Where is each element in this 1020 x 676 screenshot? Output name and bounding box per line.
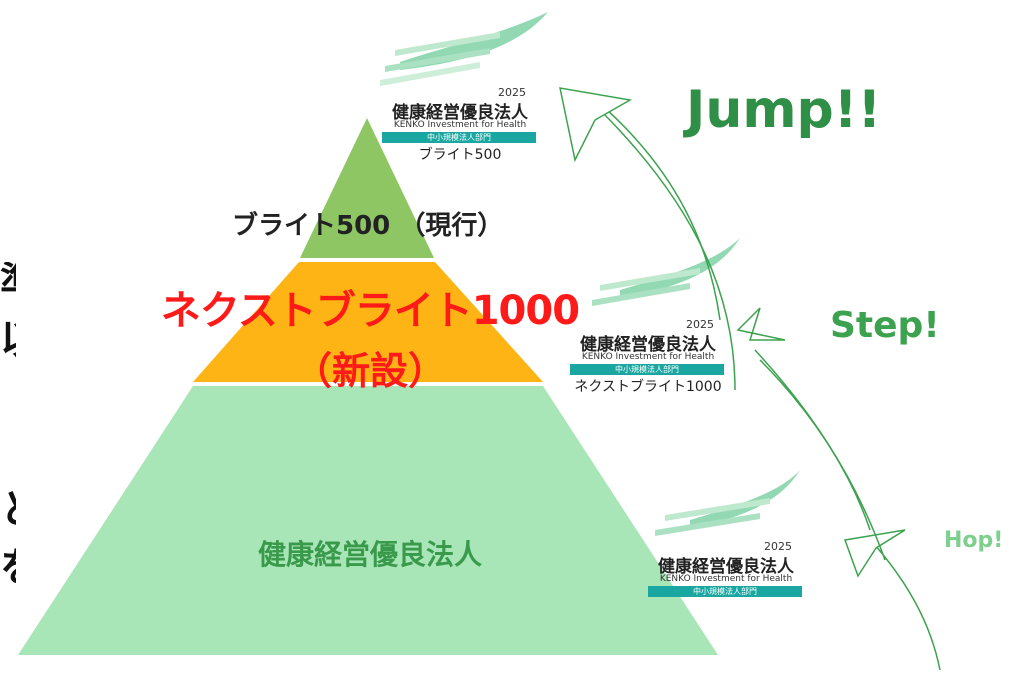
logo-english: KENKO Investment for Health [659, 574, 793, 584]
step-label: Step! [830, 305, 940, 346]
certification-logo-next-bright-1000: 2025 健康経営優良法人 KENKO Investment for Healt… [568, 318, 728, 418]
pyramid-top-tier [300, 118, 434, 258]
left-cutoff-text-2: 以 [0, 320, 16, 360]
logo-swoosh-middle [592, 238, 740, 306]
logo-bar: 中小規模法人部門 [570, 364, 724, 375]
hop-arrow-head [843, 529, 906, 578]
logo-english: KENKO Investment for Health [393, 120, 527, 130]
tier-label-next-bright-1000: ネクストブライト1000 [160, 288, 580, 334]
jump-arrow-head [559, 87, 633, 163]
logo-year: 2025 [498, 86, 526, 99]
tier-label-new: （新設） [293, 349, 446, 393]
step-arrow-shaft-1 [759, 359, 886, 561]
tier-label-bright-500: ブライト500 （現行） [232, 211, 504, 241]
hop-arrow-shaft [874, 544, 941, 671]
hop-label: Hop! [944, 528, 1004, 553]
logo-title: 健康経営優良法人 [658, 557, 794, 577]
progress-arrows [559, 87, 941, 671]
left-cutoff-text-1: 準 [0, 262, 16, 302]
pyramid-bottom-tier [18, 386, 718, 655]
logo-year: 2025 [764, 540, 792, 553]
logo-english: KENKO Investment for Health [581, 352, 715, 362]
logo-swoosh-top [380, 12, 548, 86]
step-arrow-head [736, 307, 786, 341]
step-arrow-shaft-2 [754, 349, 871, 531]
certification-logo-bright-500: 2025 健康経営優良法人 KENKO Investment for Healt… [380, 86, 540, 186]
logo-year: 2025 [686, 318, 714, 331]
left-cutoff-text-4: を [0, 548, 16, 588]
logo-bar: 中小規模法人部門 [648, 586, 802, 597]
logo-subtitle: ブライト500 [418, 147, 502, 163]
logo-title: 健康経営優良法人 [580, 335, 716, 355]
jump-label: Jump!! [686, 80, 882, 140]
left-cutoff-text-3: と [0, 490, 16, 530]
tier-label-kenko-keiei: 健康経営優良法人 [257, 538, 482, 571]
certification-logo-kenko-keiei: 2025 健康経営優良法人 KENKO Investment for Healt… [646, 540, 806, 640]
logo-title: 健康経営優良法人 [392, 103, 528, 123]
pyramid-middle-tier [193, 262, 543, 382]
logo-bar: 中小規模法人部門 [382, 132, 536, 143]
logo-subtitle: ネクストブライト1000 [574, 379, 722, 395]
logo-swoosh-bottom [655, 470, 800, 536]
jump-arrow-shaft-2 [589, 94, 721, 321]
